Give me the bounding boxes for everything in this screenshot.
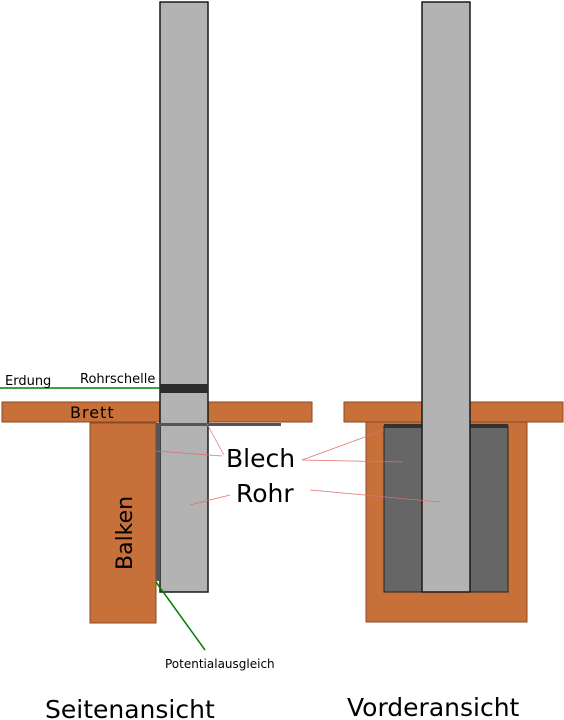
label-vorderansicht: Vorderansicht	[347, 693, 520, 720]
pipe-clamp	[160, 384, 208, 393]
side-pipe	[159, 1, 209, 593]
label-brett: Brett	[70, 403, 115, 422]
leader-rohr-front	[309, 489, 441, 503]
equipotential-wire	[155, 581, 206, 651]
label-blech: Blech	[226, 444, 295, 473]
label-rohr: Rohr	[236, 479, 294, 508]
label-seitenansicht: Seitenansicht	[45, 695, 215, 720]
front-view	[301, 1, 564, 623]
side-sheet-horizontal	[156, 423, 281, 426]
label-potentialausgleich: Potentialausgleich	[165, 657, 275, 671]
leader-blech-side-1	[206, 423, 225, 456]
label-balken: Balken	[113, 496, 138, 570]
label-rohrschelle: Rohrschelle	[80, 372, 155, 387]
leader-blech-side-2	[155, 450, 223, 457]
label-erdung: Erdung	[5, 374, 51, 389]
leader-blech-front-1	[301, 429, 385, 461]
front-pipe	[421, 1, 471, 593]
leader-blech-front-2	[301, 459, 403, 463]
side-beam	[89, 422, 157, 624]
side-sheet-vertical	[156, 423, 160, 581]
side-view	[0, 1, 313, 651]
leader-rohr-side	[189, 494, 231, 506]
side-board-right	[207, 401, 313, 423]
